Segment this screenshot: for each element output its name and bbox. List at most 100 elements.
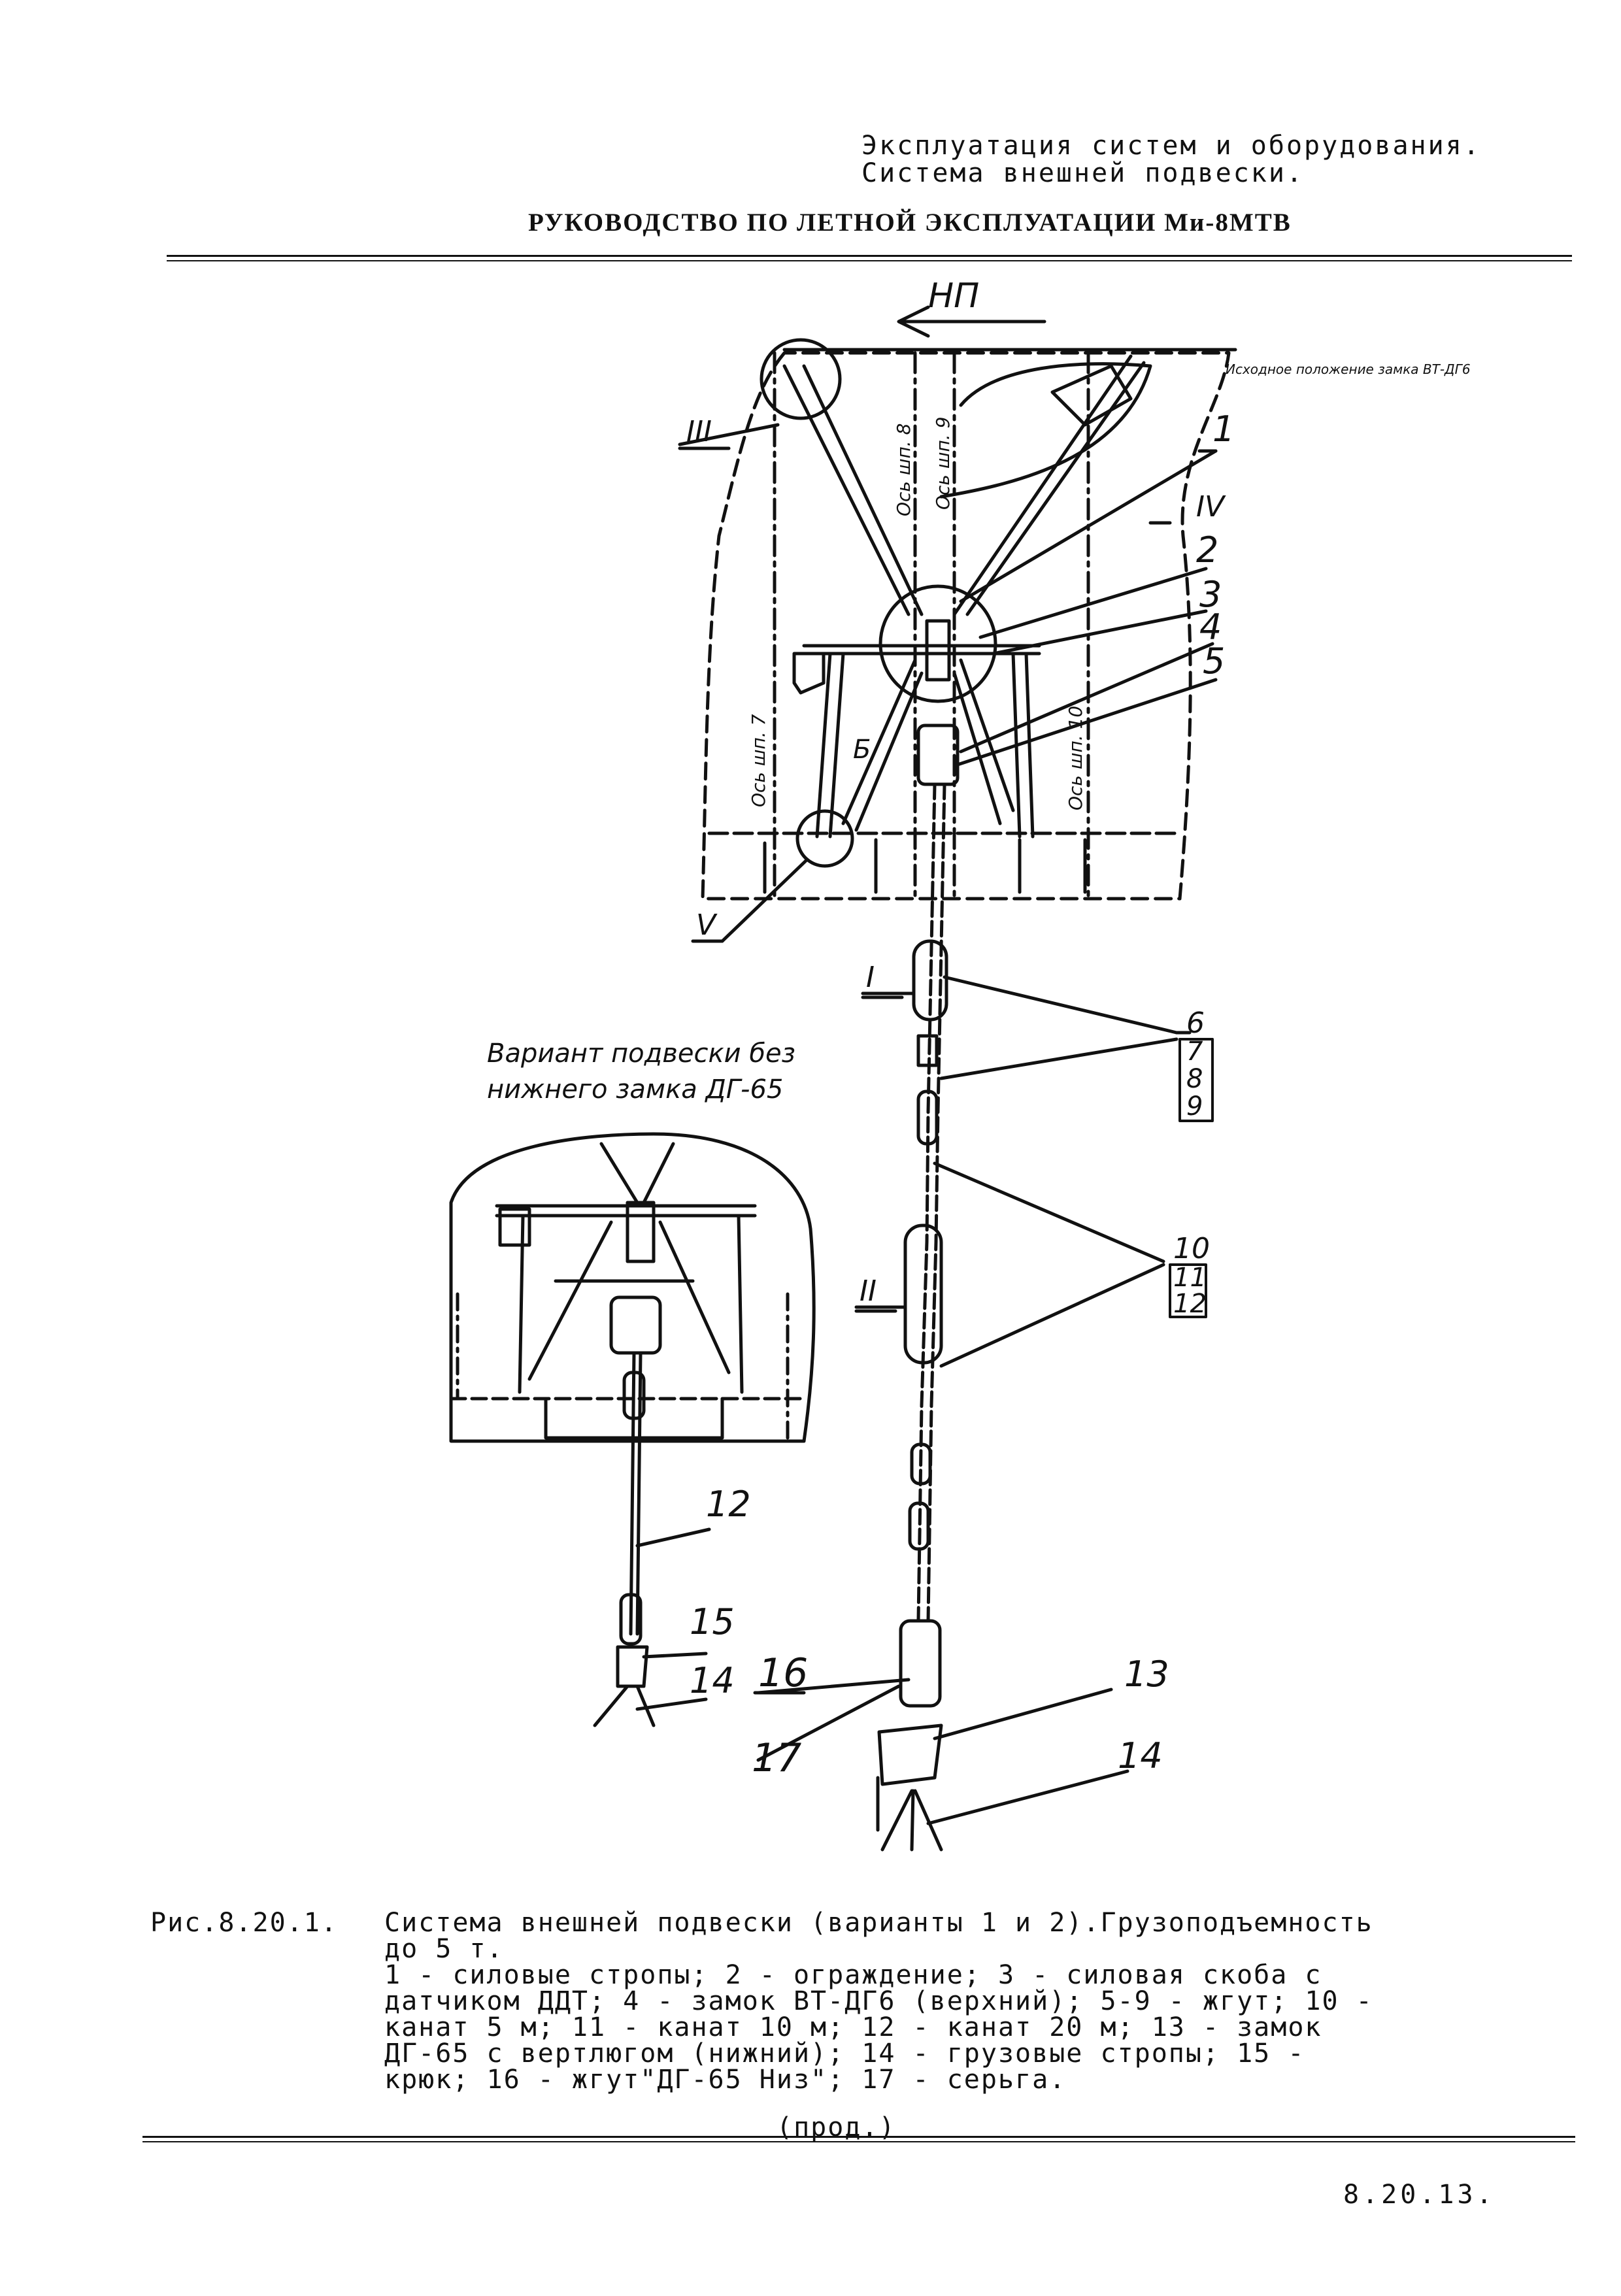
callout-12-inset: 12 — [706, 1484, 751, 1525]
callout-3: 3 — [1199, 574, 1222, 615]
leader-10 — [933, 1161, 1165, 1263]
inset-hook — [616, 1645, 649, 1688]
caption-line-3: 1 - силовые стропы; 2 - ограждение; 3 - … — [384, 1960, 1322, 1990]
callout-4: 4 — [1199, 607, 1222, 648]
leader-7 — [939, 1037, 1178, 1080]
inset-cargo-sling-left — [593, 1684, 629, 1727]
cargo-sling-right — [913, 1789, 943, 1852]
label-detail-i: I — [866, 961, 875, 994]
callout-numbers: НП Исходное положение замка ВТ-ДГ6 III I… — [487, 276, 1471, 1781]
leader-5 — [956, 678, 1218, 767]
continued-marker: (прод.) — [777, 2112, 896, 2142]
leader-1 — [959, 449, 1218, 603]
callout-15: 15 — [690, 1601, 735, 1642]
leader-15 — [642, 1652, 708, 1659]
inset-force-sling-right — [642, 1142, 675, 1205]
force-sling-right — [952, 354, 1133, 616]
leader-v — [720, 857, 809, 943]
caption-line-7: крюк; 16 - жгут"ДГ-65 Низ"; 17 - серьга. — [384, 2065, 1067, 2095]
leader-3 — [992, 609, 1208, 656]
guard-brace-right — [959, 658, 1015, 812]
inset-upper-lock — [609, 1295, 662, 1355]
callout-8: 8 — [1186, 1064, 1203, 1094]
detail-circle-iii — [760, 338, 842, 420]
frame-label-9: Ось шп. 9 — [932, 417, 954, 510]
header-rule-top — [167, 255, 1572, 257]
callout-11: 11 — [1173, 1263, 1207, 1293]
callout-5: 5 — [1203, 641, 1225, 682]
inset-cable — [629, 1351, 636, 1636]
label-detail-ii: II — [860, 1274, 877, 1308]
manual-title: РУКОВОДСТВО ПО ЛЕТНОЙ ЭКСПЛУАТАЦИИ Ми-8М… — [528, 208, 1292, 237]
callout-17: 17 — [752, 1735, 801, 1781]
leader-14-main — [926, 1769, 1129, 1825]
callout-14-main: 14 — [1118, 1735, 1163, 1776]
callout-9: 9 — [1186, 1091, 1203, 1122]
force-sling-left — [782, 364, 911, 616]
callout-12: 12 — [1173, 1289, 1207, 1319]
callout-16: 16 — [758, 1650, 808, 1696]
hub-detail-circle — [878, 584, 997, 703]
connector-detail-i — [912, 939, 948, 1022]
harness-joint — [916, 1034, 939, 1067]
cargo-sling-left — [880, 1789, 914, 1852]
leader-4 — [959, 642, 1214, 754]
shackle-and-swivel — [899, 1619, 942, 1708]
header-rule-bottom — [167, 260, 1572, 261]
caption-line-6: ДГ-65 с вертлюгом (нижний); 14 - грузовы… — [384, 2038, 1305, 2069]
guard-leg-left — [815, 652, 832, 839]
callout-box-6-9 — [1178, 1038, 1214, 1122]
lower-lock-dg65 — [877, 1723, 943, 1786]
leader-11 — [939, 1263, 1165, 1368]
leader-iii — [678, 423, 780, 446]
detail-circle-v — [795, 809, 854, 868]
leader-6 — [943, 975, 1178, 1035]
leader-16 — [756, 1678, 911, 1695]
upper-lock-vt-dg6 — [916, 724, 960, 786]
guard-leg-right — [1024, 652, 1035, 839]
inset-force-sling-left — [599, 1142, 639, 1205]
caption-line-4: датчиком ДДТ; 4 - замок ВТ-ДГ6 (верхний)… — [384, 1986, 1373, 2016]
guard-brace-left — [841, 658, 917, 825]
frame-label-8: Ось шп. 8 — [893, 424, 914, 516]
floor-frames — [763, 838, 1087, 894]
variant-note-line2: нижнего замка ДГ-65 — [487, 1074, 783, 1105]
sling-stowed-loop — [939, 362, 1152, 499]
caption-line-2: до 5 т. — [384, 1934, 504, 1964]
header-section-line1: Эксплуатация систем и оборудования. — [861, 131, 1481, 161]
force-bracket-ddt — [925, 619, 951, 682]
guard-bracket — [792, 652, 826, 695]
header-section-line2: Система внешней подвески. — [861, 158, 1305, 188]
label-detail-iii: III — [686, 415, 712, 448]
leader-12-inset — [635, 1527, 711, 1548]
top-right-note: Исходное положение замка ВТ-ДГ6 — [1226, 361, 1471, 377]
caption-figure-number: Рис.8.20.1. — [150, 1908, 338, 1938]
inset-fuselage-outline — [449, 1132, 816, 1443]
label-detail-iv: IV — [1196, 490, 1226, 524]
frame-label-10: Ось шп. 10 — [1065, 706, 1086, 810]
callout-13: 13 — [1124, 1654, 1169, 1695]
inset-bracket — [498, 1207, 531, 1247]
direction-label-np: НП — [928, 276, 979, 316]
callout-1: 1 — [1212, 408, 1235, 450]
callout-14-inset: 14 — [690, 1660, 735, 1701]
connector-detail-ii — [903, 1223, 943, 1365]
upper-lock-stowed — [1050, 364, 1133, 427]
leader-14-inset — [635, 1697, 708, 1711]
leader-2 — [978, 567, 1208, 639]
leader-13 — [933, 1688, 1113, 1740]
callout-7: 7 — [1186, 1037, 1203, 1067]
caption-line-1: Система внешней подвески (варианты 1 и 2… — [384, 1908, 1373, 1938]
footer-rule-top — [142, 2136, 1575, 2138]
callout-10: 10 — [1173, 1232, 1210, 1265]
label-detail-v: V — [696, 908, 718, 942]
main-cable — [916, 782, 937, 1623]
flight-direction-arrowhead — [897, 305, 930, 338]
inset-cargo-sling-right — [635, 1684, 656, 1727]
fuselage-section-outline — [701, 351, 1231, 901]
frame-label-7: Ось шп. 7 — [748, 714, 769, 807]
variant-note-line1: Вариант подвески без — [487, 1039, 795, 1069]
callout-box-10-12 — [1169, 1263, 1207, 1318]
